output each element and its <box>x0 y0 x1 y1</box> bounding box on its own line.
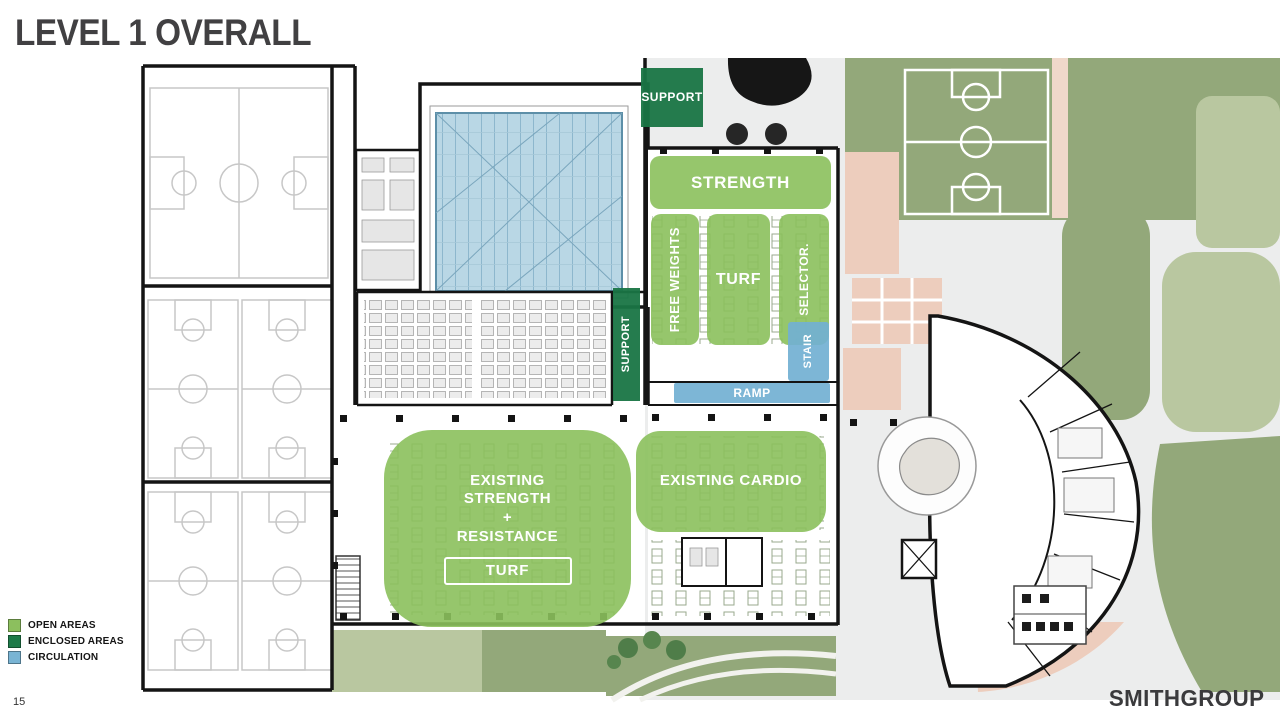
legend: OPEN AREAS ENCLOSED AREAS CIRCULATION <box>8 619 126 664</box>
legend-label-open: OPEN AREAS <box>26 620 98 631</box>
locker-rooms <box>355 290 648 407</box>
brand-logo: SMITHGROUP <box>1108 685 1264 711</box>
area-selector-label: SELECTOR. <box>796 243 811 316</box>
existing-strength-line-1: EXISTING <box>470 471 545 489</box>
area-support-side: SUPPORT <box>613 288 640 401</box>
page-title: LEVEL 1 OVERALL <box>15 12 312 53</box>
legend-item-enclosed-areas: ENCLOSED AREAS <box>8 635 126 648</box>
area-turf-upper-label: TURF <box>715 270 762 288</box>
legend-label-enclosed: ENCLOSED AREAS <box>26 636 126 647</box>
area-turf-lower-label: TURF <box>485 561 530 579</box>
existing-strength-line-2: STRENGTH <box>463 490 552 508</box>
area-free-weights-label: FREE WEIGHTS <box>666 226 682 333</box>
area-existing-strength: EXISTING STRENGTH + RESISTANCE TURF <box>384 430 631 627</box>
area-support-top: SUPPORT <box>641 68 703 127</box>
event-wing <box>877 314 1141 688</box>
area-existing-cardio-label: EXISTING CARDIO <box>659 472 803 490</box>
indoor-courts <box>147 87 333 671</box>
enclosed-areas-swatch-icon <box>8 635 21 648</box>
gym-walls <box>141 64 357 692</box>
area-existing-cardio: EXISTING CARDIO <box>636 431 826 532</box>
legend-item-circulation: CIRCULATION <box>8 651 126 664</box>
legend-item-open-areas: OPEN AREAS <box>8 619 126 632</box>
area-support-side-label: SUPPORT <box>619 316 632 373</box>
trees <box>726 58 812 145</box>
area-free-weights: FREE WEIGHTS <box>651 214 699 345</box>
outdoor-basketball-court <box>903 68 1050 216</box>
area-strength-label: STRENGTH <box>691 172 790 192</box>
ramp-walls <box>648 381 838 406</box>
circulation-swatch-icon <box>8 651 21 664</box>
stair-treads <box>335 555 361 621</box>
open-areas-swatch-icon <box>8 619 21 632</box>
area-strength: STRENGTH <box>650 156 831 209</box>
area-support-top-label: SUPPORT <box>641 90 703 104</box>
furniture <box>1022 594 1073 631</box>
area-turf-lower: TURF <box>443 556 572 586</box>
fitness-walls <box>332 58 840 626</box>
courtyard-feature <box>899 437 960 496</box>
area-stair: STAIR <box>788 322 829 381</box>
area-ramp-label: RAMP <box>733 385 771 400</box>
legend-label-circulation: CIRCULATION <box>26 652 101 663</box>
existing-strength-line-4: RESISTANCE <box>456 527 559 545</box>
natatorium <box>354 82 650 309</box>
existing-strength-line-3: + <box>502 509 513 527</box>
area-turf-upper: TURF <box>707 214 770 345</box>
page-number: 15 <box>13 696 26 708</box>
area-stair-label: STAIR <box>801 334 814 369</box>
area-ramp: RAMP <box>674 383 830 403</box>
gym-building <box>141 64 357 692</box>
